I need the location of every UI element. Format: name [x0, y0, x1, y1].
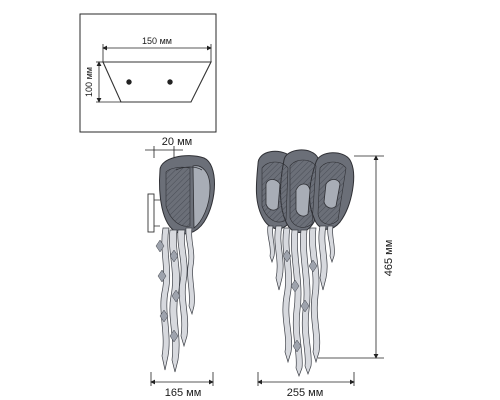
plate-height-label: 100 мм: [84, 67, 94, 97]
screw-hole-right: [167, 79, 173, 85]
mount-plate-frame: [79, 13, 217, 133]
projection-label: 165 мм: [165, 387, 202, 399]
plate-width-label: 150 мм: [142, 36, 172, 46]
front-view: 255 мм 465 мм: [255, 149, 395, 399]
screw-hole-left: [126, 79, 132, 85]
front-crystal-strands: [267, 225, 335, 377]
front-height-label: 465 мм: [383, 240, 395, 277]
side-crystal-strands: [155, 227, 195, 373]
wall-bracket: [147, 193, 155, 233]
side-view: 20 мм 165 мм: [145, 136, 215, 399]
depth-label: 20 мм: [162, 136, 192, 148]
front-width-label: 255 мм: [287, 387, 324, 399]
mount-plate-drawing: 150 мм 100 мм: [84, 36, 212, 103]
